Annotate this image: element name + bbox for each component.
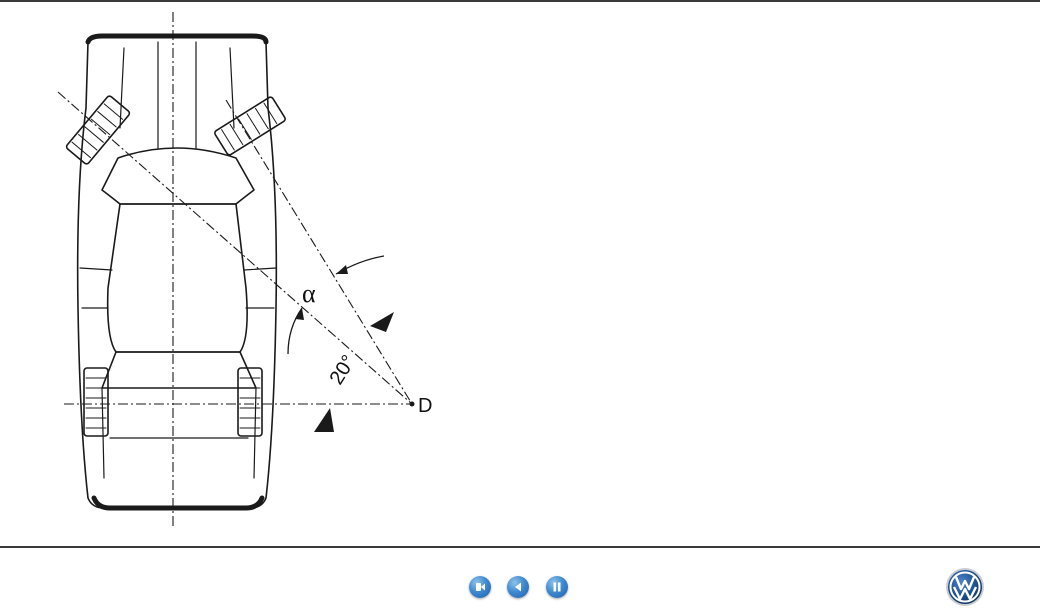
skip-to-start-button[interactable] [469, 576, 491, 598]
side-mirror-lines [79, 267, 277, 309]
front-right-wheel [214, 96, 286, 156]
steering-angle-diagram: α 20° D [57, 12, 432, 528]
roof-panel [106, 203, 248, 353]
rear-window [101, 351, 257, 389]
windshield [101, 147, 255, 205]
twenty-degree-arc [287, 307, 303, 355]
previous-button[interactable] [507, 576, 529, 598]
rear-right-wheel [237, 367, 263, 437]
alpha-label: α [302, 279, 316, 308]
pause-icon [553, 582, 561, 592]
top-divider [0, 0, 1040, 2]
pause-button[interactable] [546, 576, 568, 598]
twenty-degree-label: 20° [326, 351, 361, 388]
inner-wheel-line [57, 91, 413, 405]
marker-triangle-lower [314, 408, 334, 432]
rear-left-wheel [83, 367, 109, 437]
bottom-divider [0, 546, 1040, 548]
trunk-lines [101, 387, 257, 479]
previous-icon [515, 582, 521, 592]
vw-logo-icon [946, 568, 984, 606]
front-bumper [85, 33, 269, 45]
twenty-degree-arrowhead [295, 308, 304, 320]
point-d-label: D [418, 395, 432, 417]
pivot-point-d [409, 401, 415, 407]
outer-wheel-line [225, 99, 413, 405]
rear-bumper [91, 495, 265, 511]
front-left-wheel [65, 95, 131, 165]
marker-triangle-upper [370, 312, 394, 332]
skip-to-start-icon [476, 583, 485, 591]
slide-content-area: α 20° D [0, 2, 1040, 546]
hood-lines [119, 41, 235, 149]
alpha-arrowhead [336, 265, 348, 274]
